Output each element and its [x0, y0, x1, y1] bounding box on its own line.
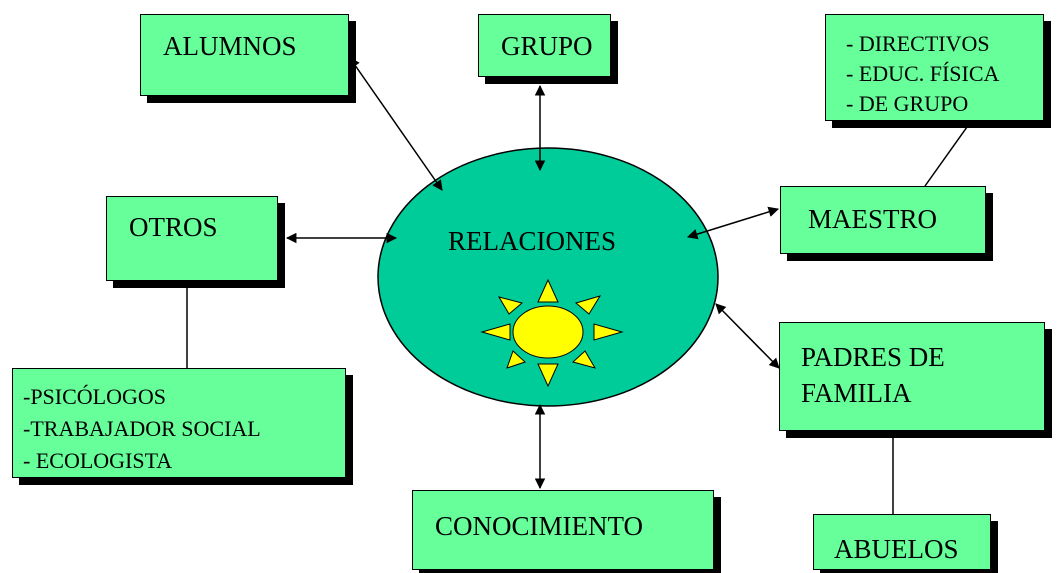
sun-icon — [480, 278, 624, 388]
otros-list: -PSICÓLOGOS -TRABAJADOR SOCIAL - ECOLOGI… — [23, 381, 261, 477]
relaciones-ellipse — [377, 147, 719, 407]
arrow-maestro — [686, 206, 780, 240]
grupo-box: GRUPO — [478, 14, 611, 77]
grupo-label: GRUPO — [501, 31, 593, 61]
maestro-list-item: - DE GRUPO — [846, 91, 969, 116]
otros-list-item: -PSICÓLOGOS — [23, 384, 167, 409]
alumnos-box: ALUMNOS — [140, 14, 349, 96]
arrow-padres — [715, 303, 780, 369]
maestro-list-item: - EDUC. FÍSICA — [846, 61, 1000, 86]
padres-label-line: PADRES DE — [801, 342, 945, 372]
maestro-label: MAESTRO — [808, 204, 938, 234]
otros-list-item: -TRABAJADOR SOCIAL — [23, 416, 261, 441]
abuelos-box: ABUELOS — [813, 514, 991, 570]
line-maestro-list — [924, 119, 973, 187]
alumnos-label: ALUMNOS — [163, 31, 297, 61]
otros-box: OTROS — [106, 196, 278, 281]
padres-label-line: FAMILIA — [801, 378, 912, 408]
maestro-list-box: - DIRECTIVOS - EDUC. FÍSICA - DE GRUPO — [825, 14, 1044, 121]
maestro-list-item: - DIRECTIVOS — [846, 31, 990, 56]
relaciones-label: RELACIONES — [448, 226, 616, 256]
maestro-list: - DIRECTIVOS - EDUC. FÍSICA - DE GRUPO — [846, 29, 999, 119]
arrow-alumnos — [349, 57, 443, 191]
padres-label: PADRES DE FAMILIA — [801, 339, 945, 411]
conocimiento-box: CONOCIMIENTO — [412, 490, 714, 570]
abuelos-label: ABUELOS — [834, 534, 959, 564]
otros-list-item: - ECOLOGISTA — [23, 448, 173, 473]
otros-list-box: -PSICÓLOGOS -TRABAJADOR SOCIAL - ECOLOGI… — [12, 368, 346, 478]
maestro-box: MAESTRO — [780, 186, 986, 254]
conocimiento-label: CONOCIMIENTO — [435, 511, 643, 541]
padres-box: PADRES DE FAMILIA — [779, 322, 1045, 431]
otros-label: OTROS — [129, 212, 218, 242]
